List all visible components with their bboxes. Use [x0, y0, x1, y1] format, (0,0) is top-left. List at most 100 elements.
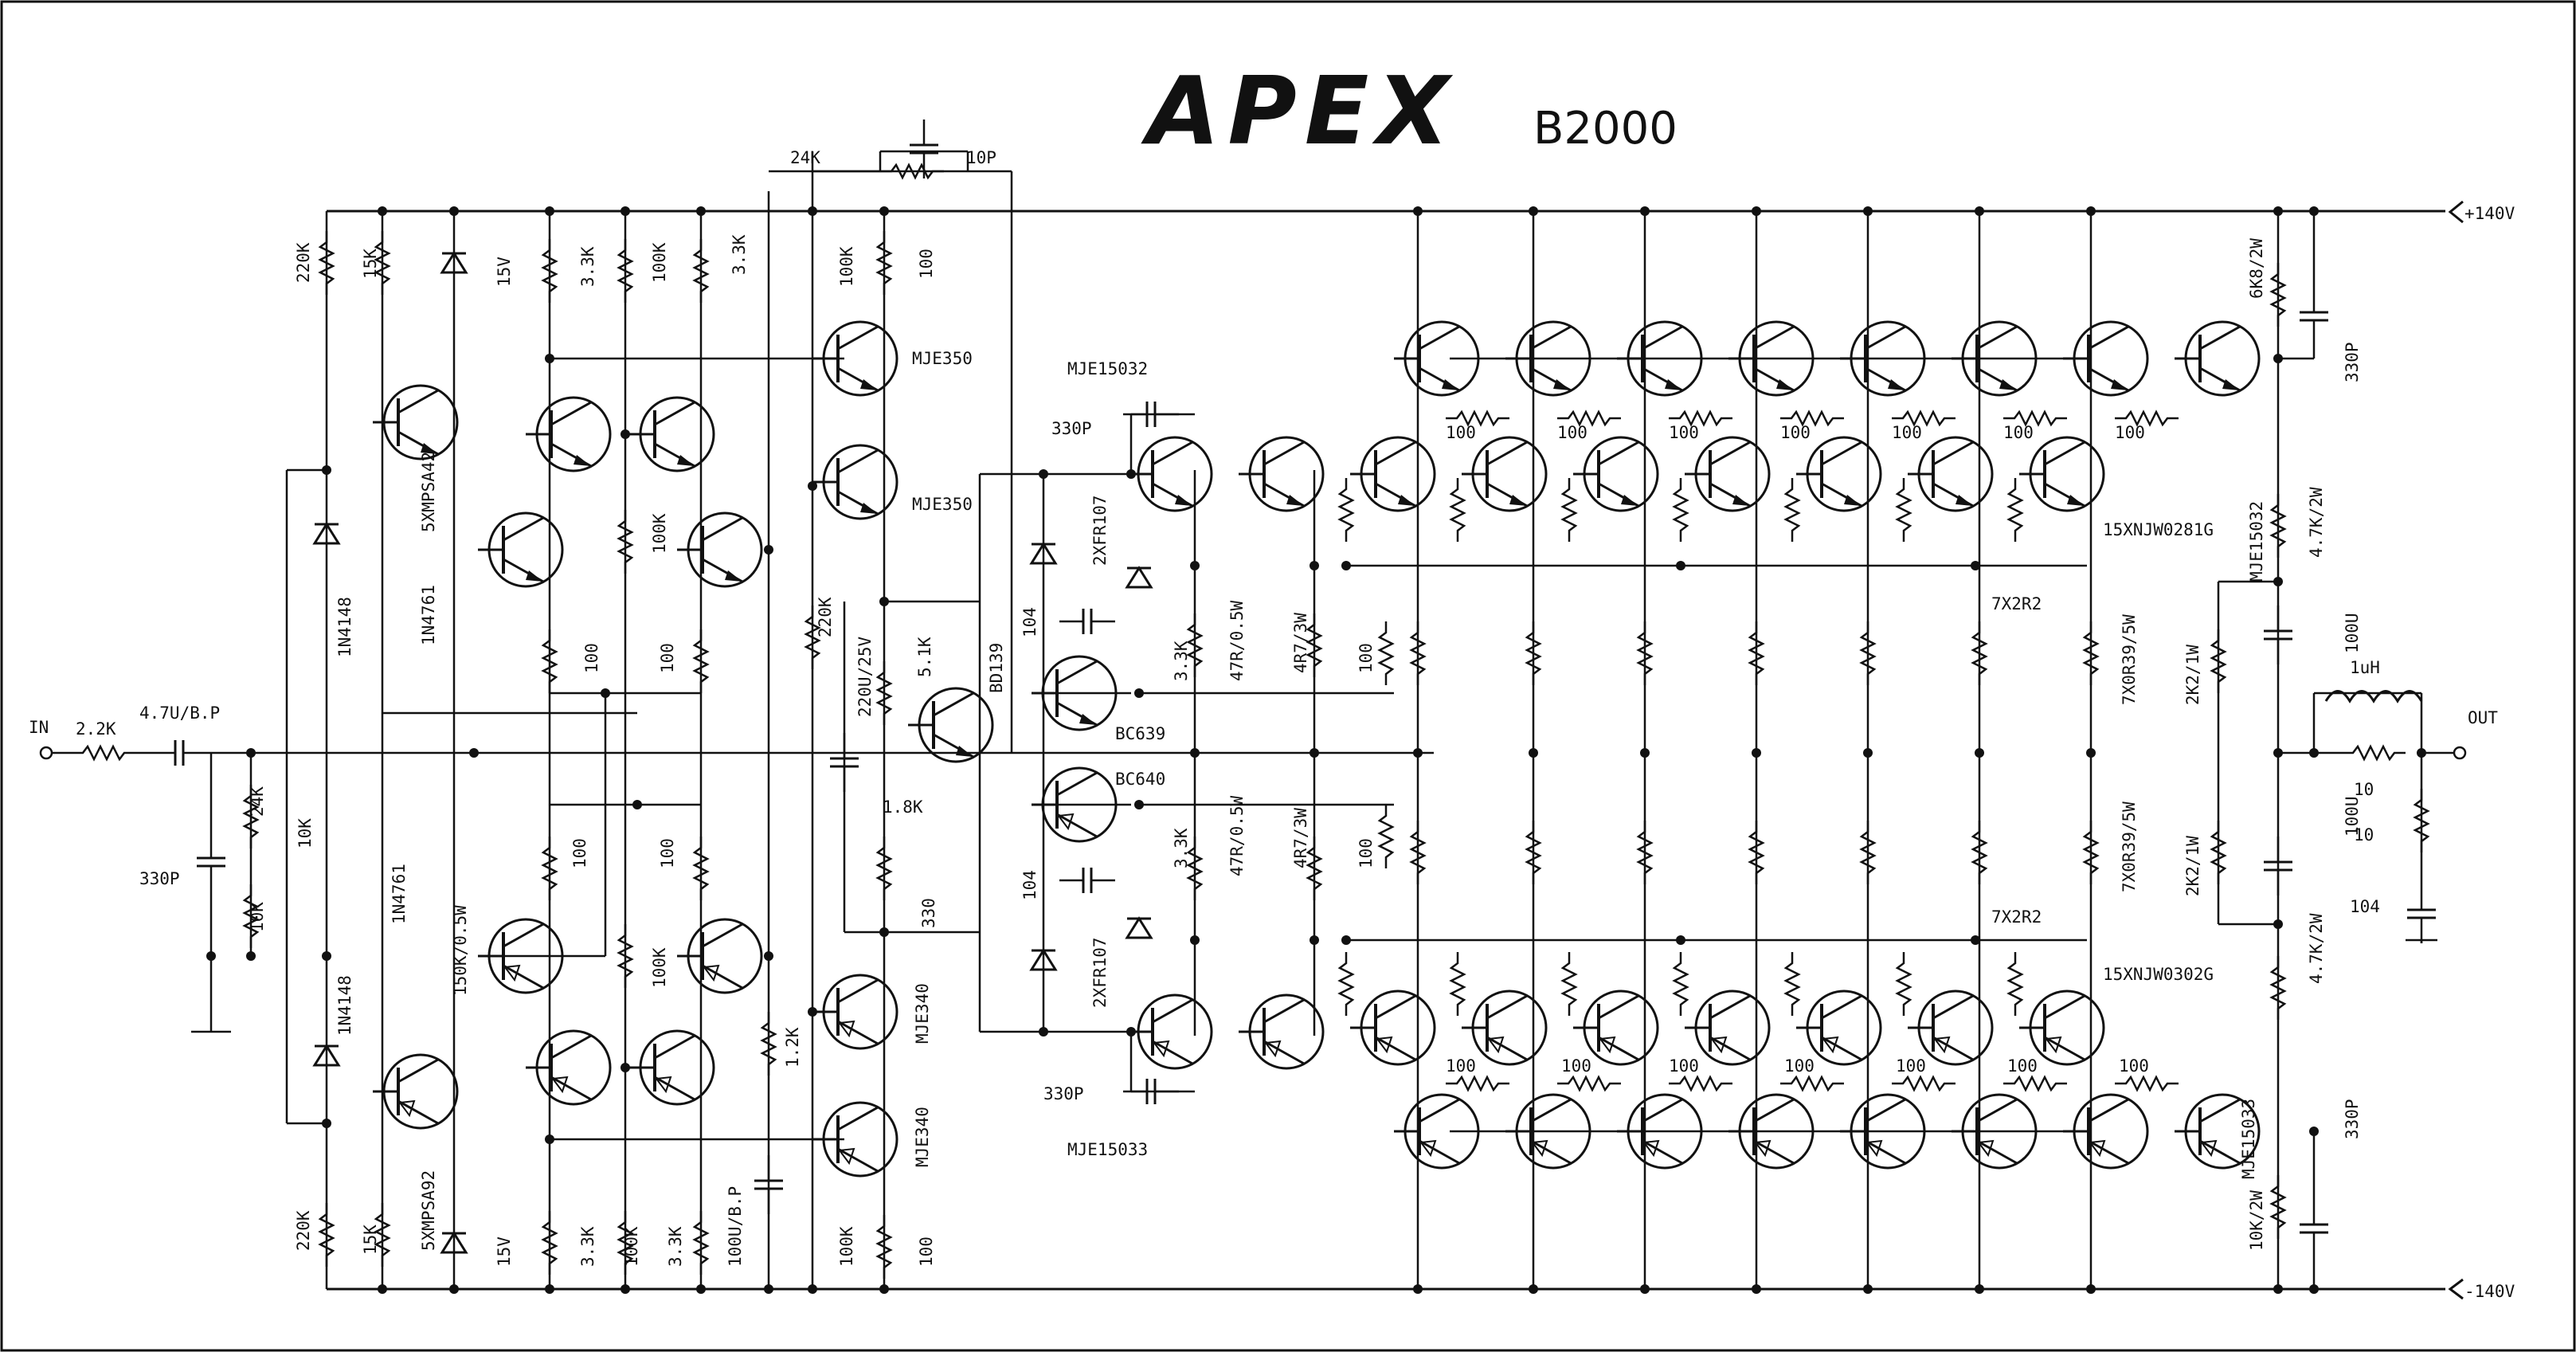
component-label: 100 — [582, 643, 601, 673]
component-label: 1.8K — [883, 797, 923, 817]
component-label: 100 — [570, 838, 589, 868]
component-label: 15V — [495, 1236, 514, 1267]
component-label: 7X0R39/5W — [2120, 614, 2139, 705]
component-label: 150K/0.5W — [451, 905, 470, 996]
component-label: 100 — [1357, 838, 1376, 868]
component-label: 100 — [1446, 1056, 1476, 1076]
component-label: 15XNJW0281G — [2103, 520, 2214, 539]
positive-rail-label: +140V — [2464, 204, 2515, 223]
component-label: 100 — [917, 249, 936, 279]
component-label: 5XMPSA42 — [419, 452, 438, 532]
component-label: 1N4148 — [335, 597, 354, 657]
component-label: 100K — [650, 947, 669, 988]
input-section — [39, 211, 1434, 1289]
component-label: MJE340 — [913, 1107, 932, 1167]
component-label: 220K — [816, 597, 835, 637]
component-label: 47R/0.5W — [1227, 600, 1247, 681]
component-label: MJE15033 — [1067, 1140, 1148, 1159]
component-label: 100 — [1669, 1056, 1699, 1076]
supply-rails — [327, 200, 2464, 1300]
component-label: 15V — [495, 257, 514, 287]
component-label: 3.3K — [1172, 828, 1191, 868]
component-label: 15K — [361, 249, 380, 279]
component-label: 3.3K — [1172, 641, 1191, 681]
component-label: 100U — [2343, 613, 2362, 653]
component-label: 3.3K — [666, 1226, 685, 1267]
component-label: 1N4148 — [335, 975, 354, 1036]
component-label: 330P — [1043, 1084, 1084, 1103]
component-label: 10P — [966, 148, 996, 167]
component-label: 24K — [790, 148, 820, 167]
component-label: 100 — [1780, 423, 1811, 442]
component-label: 10K — [296, 818, 315, 848]
component-label: 3.3K — [730, 234, 749, 275]
component-label: 2XFR107 — [1090, 937, 1110, 1008]
component-labels: 2.2K 4.7U/B.P 330P 24K 10K 10K 220K 220K 1N4148 1… — [76, 148, 2380, 1267]
component-label: MJE340 — [913, 983, 932, 1044]
component-label: 104 — [1020, 607, 1039, 637]
component-label: 4.7K/2W — [2307, 913, 2326, 984]
component-label: MJE350 — [912, 349, 973, 368]
component-label: 330 — [919, 898, 938, 928]
component-label: 100 — [2115, 423, 2145, 442]
component-label: MJE350 — [912, 495, 973, 514]
component-label: 5XMPSA92 — [419, 1170, 438, 1251]
component-label: 100 — [1784, 1056, 1815, 1076]
component-label: 4R7/3W — [1291, 808, 1310, 868]
component-label: 100 — [1892, 423, 1922, 442]
component-label: 100 — [1357, 643, 1376, 673]
component-label: 330P — [1051, 419, 1092, 438]
component-label: 10 — [2354, 780, 2374, 799]
component-label: 104 — [2350, 897, 2380, 916]
brand-logo: APEX — [1141, 56, 1457, 166]
component-label: 100 — [658, 643, 677, 673]
component-label: 2K2/1W — [2183, 836, 2202, 896]
component-label: BC639 — [1115, 724, 1165, 743]
input-label: IN — [29, 718, 49, 737]
component-label: 100U — [2343, 796, 2362, 837]
component-label: 100 — [2119, 1056, 2149, 1076]
component-label: 7X2R2 — [1991, 907, 2042, 927]
component-label: 3.3K — [578, 1226, 597, 1267]
component-label: 220U/25V — [855, 636, 875, 717]
component-label: 330P — [2343, 342, 2362, 382]
component-label: 2XFR107 — [1090, 495, 1110, 566]
output-terminal — [2453, 746, 2467, 760]
component-label: 330P — [2343, 1099, 2362, 1139]
component-label: 47R/0.5W — [1227, 795, 1247, 876]
diff-input-stage — [381, 170, 1013, 1289]
component-label: BC640 — [1115, 770, 1165, 789]
component-label: 100 — [917, 1236, 936, 1267]
component-label: 100K — [837, 246, 856, 287]
component-label: 1N4761 — [390, 864, 409, 924]
component-label: MJE15032 — [2247, 501, 2266, 582]
component-label: 15K — [361, 1225, 380, 1255]
component-label: 10K — [248, 902, 267, 932]
component-label: 3.3K — [578, 246, 597, 287]
component-label: 4.7U/B.P — [139, 703, 220, 723]
component-label: 100K — [650, 513, 669, 554]
component-label: 6K8/2W — [2247, 238, 2266, 299]
component-label: 100 — [1561, 1056, 1591, 1076]
component-label: MJE15032 — [1067, 359, 1148, 378]
negative-rail-arrow — [2448, 1278, 2464, 1300]
component-label: 220K — [294, 1210, 313, 1251]
component-label: 2.2K — [76, 719, 116, 739]
output-label: OUT — [2468, 708, 2498, 727]
component-label: 2K2/1W — [2183, 645, 2202, 705]
io-labels: IN OUT — [29, 708, 2498, 737]
positive-rail-arrow — [2448, 200, 2464, 224]
component-label: 4.7K/2W — [2307, 487, 2326, 558]
component-label: 15XNJW0302G — [2103, 965, 2214, 984]
component-label: MJE15033 — [2239, 1099, 2258, 1179]
component-label: 100K — [837, 1226, 856, 1267]
component-label: 24K — [248, 786, 267, 817]
component-label: 10 — [2354, 825, 2374, 845]
component-label: 100 — [2007, 1056, 2038, 1076]
component-label: 100 — [1446, 423, 1476, 442]
component-label: 100K — [622, 1226, 641, 1267]
component-label: 100 — [1896, 1056, 1926, 1076]
component-label: 1.2K — [783, 1027, 802, 1068]
